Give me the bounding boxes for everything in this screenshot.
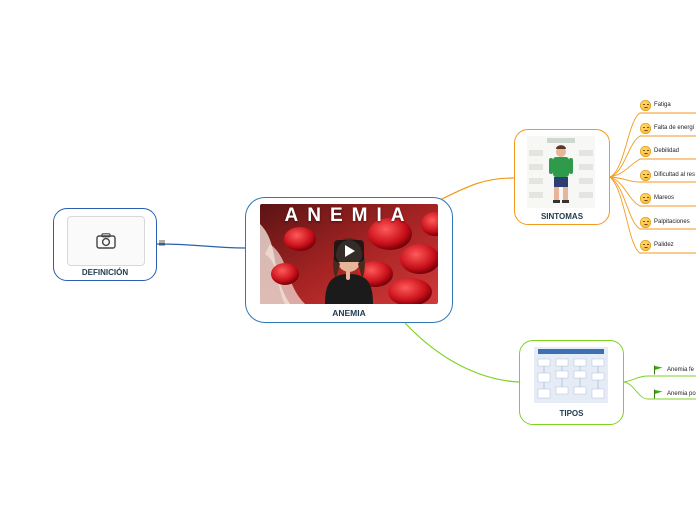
sad-face-icon [640, 193, 651, 204]
sintoma-label: Debilidad [654, 148, 680, 154]
notes-icon[interactable] [159, 240, 165, 246]
sintomas-leaf-lines [609, 112, 696, 254]
branch-tipos [404, 322, 520, 383]
video-title: ANEMIA [284, 205, 414, 226]
sintoma-label: Dificultad al res [654, 172, 696, 178]
tipos-diagram-image [534, 347, 608, 403]
video-thumbnail[interactable]: ANEMIA [260, 204, 438, 304]
topic-sintomas-label: SINTOMAS [540, 212, 584, 221]
play-button[interactable] [334, 240, 364, 262]
topic-definicion-label: DEFINICIÓN [81, 268, 129, 277]
topic-sintomas[interactable]: SINTOMAS [514, 129, 610, 225]
green-flag-icon [654, 365, 663, 375]
camera-icon [96, 233, 116, 249]
sad-face-icon [640, 170, 651, 181]
sintoma-label: Falta de energí [654, 125, 695, 131]
branch-definicion [156, 243, 246, 249]
tipo-label: Anemia fe [667, 367, 695, 373]
sad-face-icon [640, 100, 651, 111]
sintoma-label: Fatiga [654, 102, 671, 108]
sad-face-icon [640, 123, 651, 134]
topic-tipos-label: TIPOS [559, 409, 584, 418]
sintoma-label: Palpitaciones [654, 219, 690, 225]
topic-definicion[interactable]: DEFINICIÓN [53, 208, 157, 281]
branch-sintomas [439, 177, 515, 201]
central-topic-label: ANEMIA [332, 308, 366, 318]
sintoma-label: Palidez [654, 242, 674, 248]
central-topic-anemia[interactable]: ANEMIA ANEMIA [245, 197, 453, 323]
sad-face-icon [640, 240, 651, 251]
sad-face-icon [640, 146, 651, 157]
tipo-label: Anemia po [667, 391, 696, 397]
sad-face-icon [640, 217, 651, 228]
sintoma-label: Mareos [654, 195, 675, 201]
tipos-leaf-lines [623, 375, 696, 400]
image-placeholder [67, 216, 145, 266]
sintomas-infographic-image [527, 136, 595, 208]
play-icon [345, 245, 355, 257]
topic-tipos[interactable]: TIPOS [519, 340, 624, 425]
green-flag-icon [654, 389, 663, 399]
